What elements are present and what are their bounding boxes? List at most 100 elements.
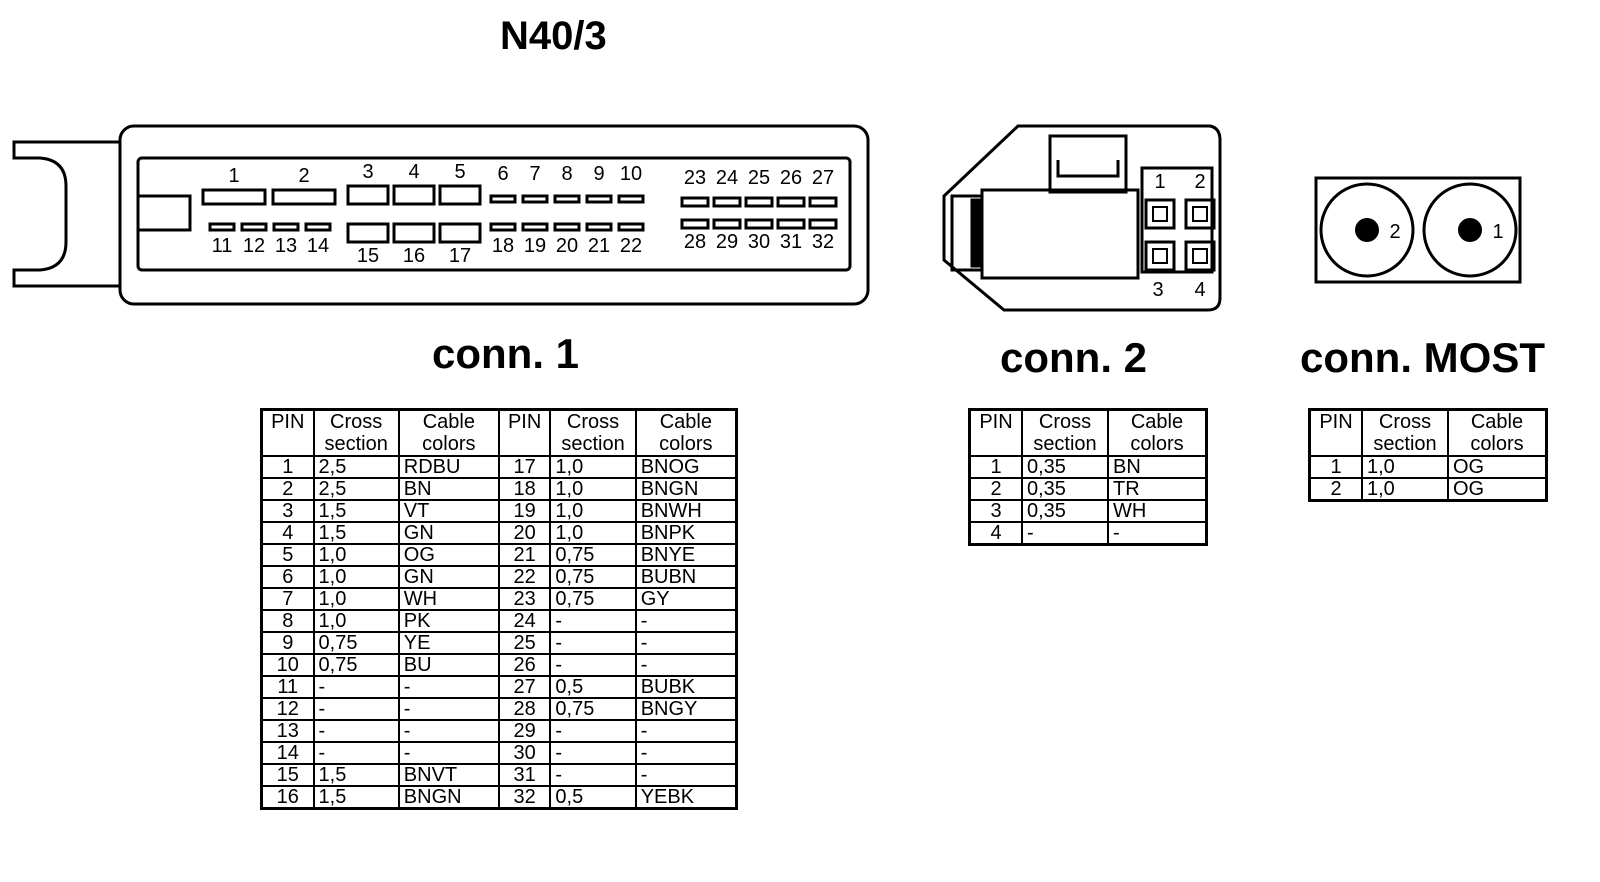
pin-number: 22 [620, 235, 642, 257]
pin-slot [240, 222, 268, 232]
pin-slot [585, 222, 613, 232]
pin-slot [438, 184, 482, 206]
cable-color-cell: PK [397, 609, 500, 633]
pin-number: 8 [561, 163, 572, 185]
pin-slot [489, 222, 517, 232]
pin-cell: 9 [260, 631, 315, 655]
pin-cell: 12 [260, 697, 315, 721]
cable-color-cell: BN [1107, 455, 1208, 479]
pin-number: 21 [588, 235, 610, 257]
cross-section-cell: - [312, 719, 400, 743]
pin-cell: 20 [497, 521, 552, 545]
pin-cell: 1 [1308, 455, 1363, 479]
pin-number: 30 [748, 231, 770, 253]
pin-socket [1184, 240, 1216, 272]
cross-section-cell: 1,0 [549, 521, 637, 545]
pin-cell: 18 [497, 477, 552, 501]
cross-section-cell: - [312, 697, 400, 721]
cable-color-cell: BUBN [634, 565, 738, 589]
cable-color-cell: RDBU [397, 455, 500, 479]
pin-number: 26 [780, 167, 802, 189]
cross-section-cell: 1,0 [312, 587, 400, 611]
pin-cell: 30 [497, 741, 552, 765]
pin-slot [392, 184, 436, 206]
cross-section-cell: - [1021, 521, 1109, 546]
pin-slot [776, 218, 806, 230]
cable-color-cell: BUBK [634, 675, 738, 699]
cross-section-cell: 0,5 [549, 675, 637, 699]
header-pin: PIN [968, 408, 1023, 457]
pin-socket [1144, 240, 1176, 272]
connector-2-housing [942, 124, 1222, 312]
pin-cell: 17 [497, 455, 552, 479]
pin-slot [271, 188, 337, 206]
pin-number: 6 [497, 163, 508, 185]
pin-cell: 1 [260, 455, 315, 479]
pin-number: 11 [212, 235, 233, 257]
pin-cell: 2 [968, 477, 1023, 501]
pin-number: 16 [403, 245, 425, 267]
pin-socket-inner [1152, 248, 1168, 264]
table-row: 13--29-- [260, 719, 738, 743]
pin-cell: 26 [497, 653, 552, 677]
cable-color-cell: BNGY [634, 697, 738, 721]
pin-cell: 3 [260, 499, 315, 523]
cable-color-cell: - [397, 719, 500, 743]
table-row: 14--30-- [260, 741, 738, 765]
cross-section-cell: 1,0 [1361, 455, 1449, 479]
pin-slot [201, 188, 267, 206]
cable-color-cell: BNGN [634, 477, 738, 501]
pin-slot [489, 194, 517, 204]
cross-section-cell: 1,0 [312, 543, 400, 567]
pin-cell: 2 [260, 477, 315, 501]
pin-number: 4 [408, 161, 419, 183]
cross-section-cell: 1,0 [549, 477, 637, 501]
pin-number: 12 [243, 235, 265, 257]
cable-color-cell: - [397, 697, 500, 721]
pin-slot [712, 218, 742, 230]
pin-slot [680, 196, 710, 208]
cross-section-cell: - [549, 763, 637, 787]
pin-number: 15 [357, 245, 379, 267]
pin-slot [680, 218, 710, 230]
pin-slot [808, 218, 838, 230]
pin-number: 7 [529, 163, 540, 185]
pin-slot [617, 194, 645, 204]
cross-section-cell: - [549, 609, 637, 633]
cross-section-cell: 1,5 [312, 499, 400, 523]
header-pin: PIN [260, 408, 315, 457]
pin-cell: 29 [497, 719, 552, 743]
cable-color-cell: OG [1447, 455, 1548, 479]
pin-number: 19 [524, 235, 546, 257]
pin-slot [808, 196, 838, 208]
cable-color-cell: YEBK [634, 785, 738, 810]
cable-color-cell: - [634, 609, 738, 633]
pin-slot [521, 194, 549, 204]
pin-cell: 4 [260, 521, 315, 545]
pin-slot [208, 222, 236, 232]
pin-cell: 24 [497, 609, 552, 633]
cable-color-cell: YE [397, 631, 500, 655]
pin-number: 3 [362, 161, 373, 183]
cross-section-cell: - [312, 675, 400, 699]
pin-number: 9 [593, 163, 604, 185]
cable-color-cell: - [397, 675, 500, 699]
cable-color-cell: BNWH [634, 499, 738, 523]
most-pin-contact [1458, 218, 1482, 242]
cross-section-cell: - [549, 631, 637, 655]
cable-color-cell: - [397, 741, 500, 765]
